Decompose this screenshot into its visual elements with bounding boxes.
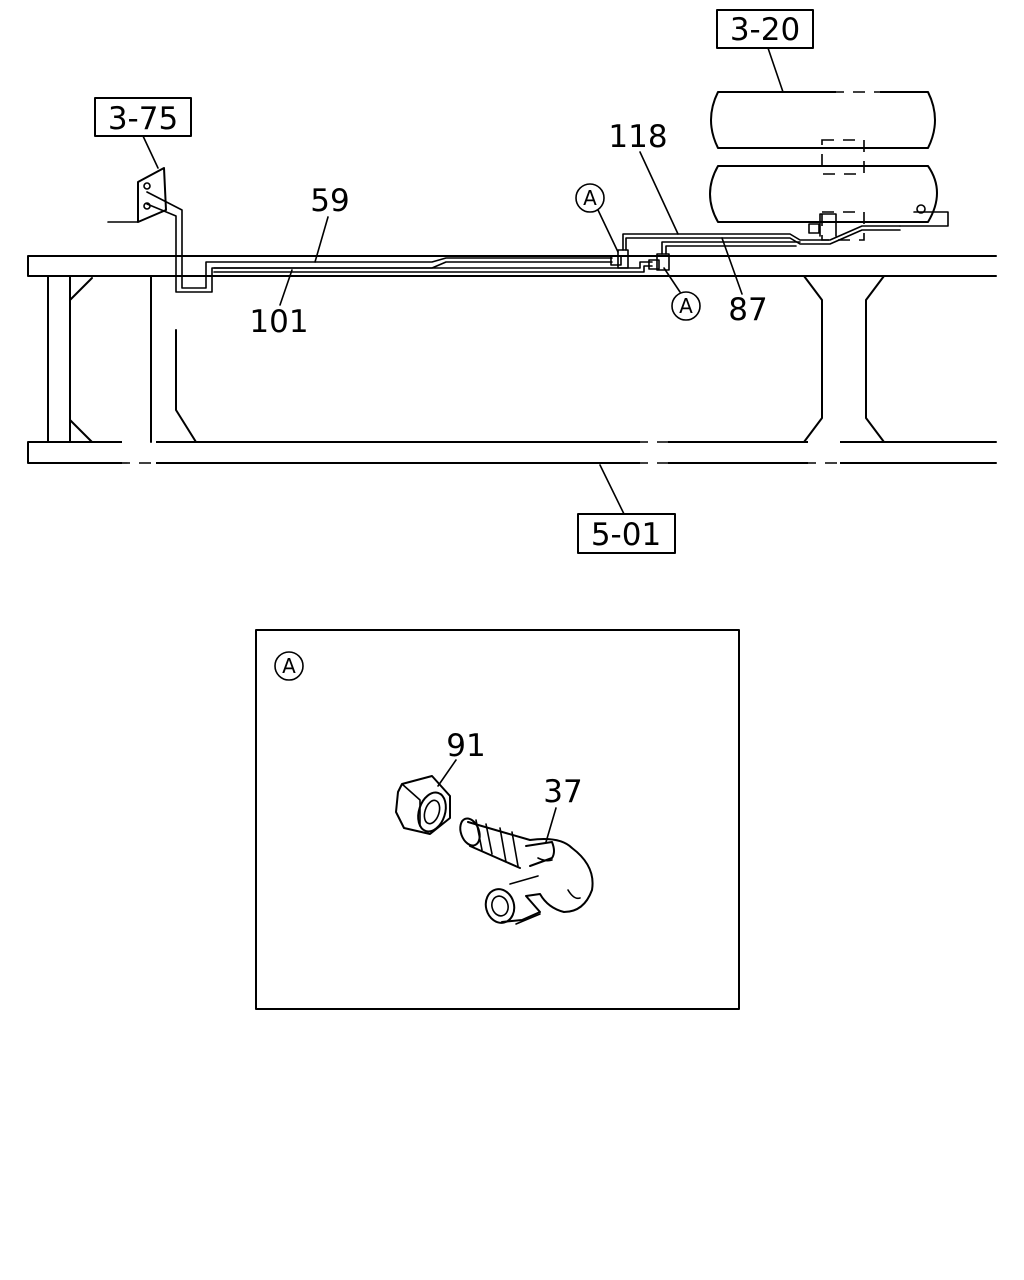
detail-marker-upper: A — [575, 183, 619, 253]
nut-part-91 — [395, 775, 451, 835]
callout-part-59: 59 — [310, 183, 350, 263]
detail-marker-lower-label: A — [679, 294, 693, 318]
callout-ref-5-01: 5-01 — [577, 464, 676, 554]
callout-ref-3-20: 3-20 — [716, 9, 814, 93]
part-label-37: 37 — [543, 774, 582, 810]
callout-part-87: 87 — [721, 237, 768, 328]
ref-label-5-01: 5-01 — [591, 517, 661, 553]
callout-part-118: 118 — [608, 119, 679, 235]
detail-inset: A 91 37 — [255, 629, 740, 1010]
chassis-frame — [27, 255, 997, 466]
detail-marker-upper-label: A — [583, 186, 597, 210]
tee-fitting-part-37 — [459, 817, 594, 925]
ref-label-3-20: 3-20 — [730, 12, 800, 48]
part-label-91: 91 — [446, 728, 485, 764]
air-tanks — [709, 88, 949, 241]
inset-marker-label: A — [282, 654, 296, 678]
part-label-118: 118 — [608, 119, 667, 155]
ref-label-3-75: 3-75 — [108, 101, 178, 137]
pipe-lines — [146, 191, 901, 293]
mounting-bracket — [107, 167, 167, 223]
detail-marker-lower: A — [663, 267, 701, 321]
part-label-101: 101 — [249, 304, 308, 340]
callout-ref-3-75: 3-75 — [94, 97, 192, 169]
callout-part-101: 101 — [249, 269, 309, 340]
part-label-59: 59 — [310, 183, 349, 219]
part-label-87: 87 — [728, 292, 767, 328]
